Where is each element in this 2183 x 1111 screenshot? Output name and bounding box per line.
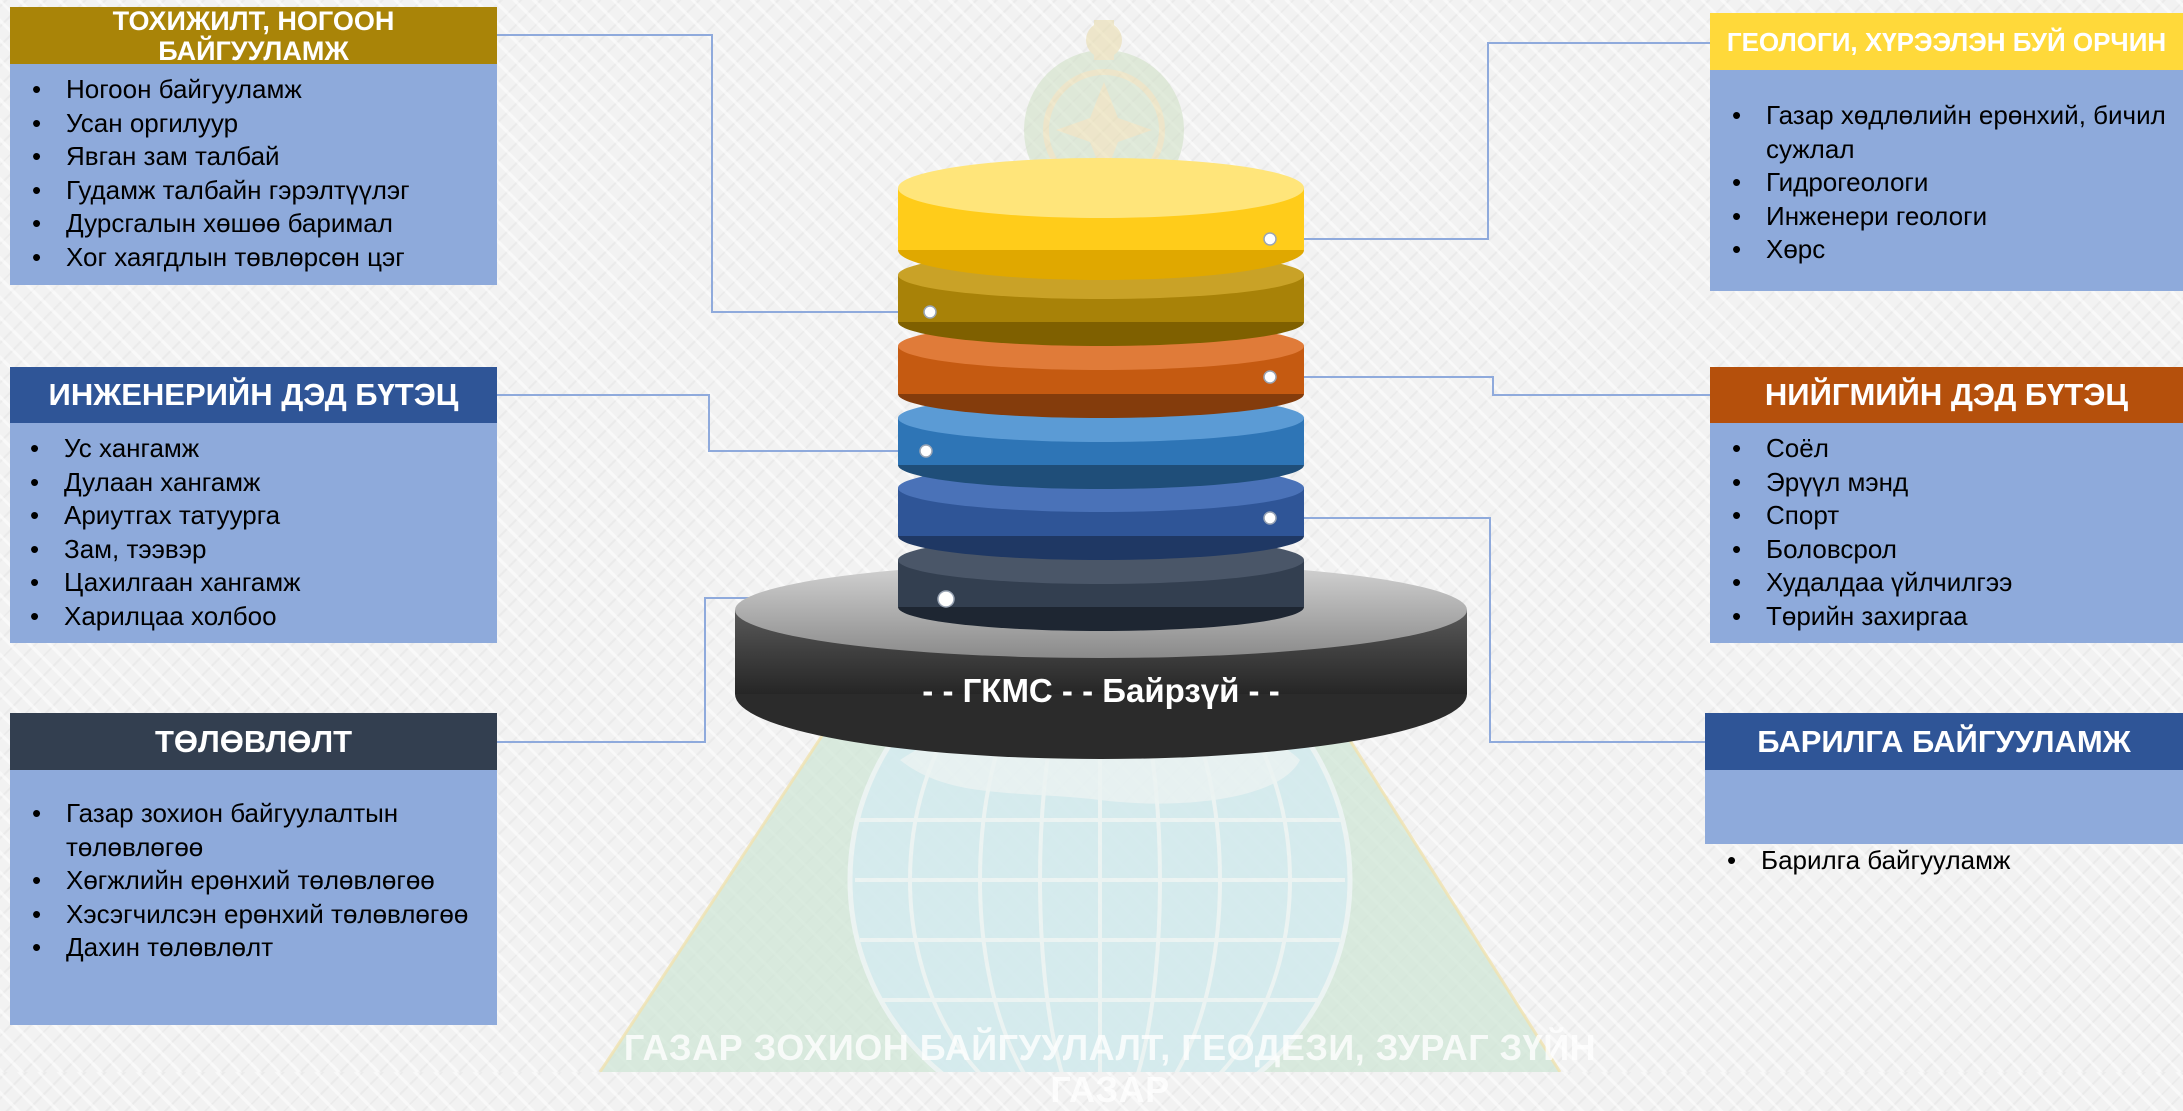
box-header: ГЕОЛОГИ, ХҮРЭЭЛЭН БУЙ ОРЧИН [1710, 13, 2183, 70]
layer-yellow [898, 158, 1304, 280]
box-header: БАРИЛГА БАЙГУУЛАМЖ [1705, 713, 2183, 770]
list-item: Хэсэгчилсэн ерөнхий төлөвлөгөө [32, 898, 497, 932]
item-list: Ногоон байгууламж Усан оргилуур Явган за… [10, 73, 497, 274]
item-list: Газар хөдлөлийн ерөнхий, бичил сужлал Ги… [1710, 99, 2183, 267]
box-engineering-infrastructure: ИНЖЕНЕРИЙН ДЭД БҮТЭЦ Ус хангамж Дулаан х… [10, 367, 497, 643]
box-geology-environment: ГЕОЛОГИ, ХҮРЭЭЛЭН БУЙ ОРЧИН Газар хөдлөл… [1710, 13, 2183, 291]
list-item: Гудамж талбайн гэрэлтүүлэг [32, 174, 497, 208]
list-item: Харилцаа холбоо [30, 600, 497, 634]
connector-green [497, 34, 930, 313]
list-item: Цахилгаан хангамж [30, 566, 497, 600]
box-social-infrastructure: НИЙГМИЙН ДЭД БҮТЭЦ Соёл Эрүүл мэнд Спорт… [1710, 367, 2183, 643]
box-body: Барилга байгууламж [1705, 770, 2183, 877]
item-list: Соёл Эрүүл мэнд Спорт Боловсрол Худалдаа… [1710, 432, 2183, 633]
item-list: Ус хангамж Дулаан хангамж Ариутгах татуу… [10, 432, 497, 633]
watermark-caption: ГАЗАР ЗОХИОН БАЙГУУЛАЛТ, ГЕОДЕЗИ, ЗУРАГ … [623, 1027, 1597, 1110]
box-header: ТӨЛӨВЛӨЛТ [10, 713, 497, 770]
list-item: Газар хөдлөлийн ерөнхий, бичил сужлал [1732, 99, 2175, 166]
list-item: Зам, тээвэр [30, 533, 497, 567]
list-item: Барилга байгууламж [1727, 844, 2183, 878]
connector-social [1270, 376, 1710, 396]
list-item: Газар зохион байгуулалтын төлөвлөгөө [32, 797, 497, 864]
list-item: Дурсгалын хөшөө баримал [32, 207, 497, 241]
list-item: Спорт [1732, 499, 2183, 533]
connector-engineering [497, 394, 926, 452]
list-item: Ус хангамж [30, 432, 497, 466]
list-item: Гидрогеологи [1732, 166, 2175, 200]
center-label: - - ГКМС - - Байрзүй - - [922, 672, 1279, 709]
list-item: Хог хаягдлын төвлөрсөн цэг [32, 241, 497, 275]
list-item: Ариутгах татуурга [30, 499, 497, 533]
list-item: Төрийн захиргаа [1732, 600, 2183, 634]
connector-geology [1270, 42, 1710, 240]
list-item: Инженери геологи [1732, 200, 2175, 234]
connector-building [1270, 517, 1705, 743]
list-item: Дахин төлөвлөлт [32, 931, 497, 965]
box-body: Ус хангамж Дулаан хангамж Ариутгах татуу… [10, 423, 497, 643]
item-list: Газар зохион байгуулалтын төлөвлөгөө Хөг… [10, 797, 497, 965]
box-body: Газар зохион байгуулалтын төлөвлөгөө Хөг… [10, 770, 497, 1025]
box-green-infrastructure: ТОХИЖИЛТ, НОГООН БАЙГУУЛАМЖ Ногоон байгу… [10, 6, 497, 285]
box-body: Соёл Эрүүл мэнд Спорт Боловсрол Худалдаа… [1710, 423, 2183, 643]
box-buildings: БАРИЛГА БАЙГУУЛАМЖ Барилга байгууламж [1705, 713, 2183, 877]
box-body: Газар хөдлөлийн ерөнхий, бичил сужлал Ги… [1710, 70, 2183, 291]
list-item: Хөрс [1732, 233, 2175, 267]
list-item: Усан оргилуур [32, 107, 497, 141]
list-item: Худалдаа үйлчилгээ [1732, 566, 2183, 600]
box-planning: ТӨЛӨВЛӨЛТ Газар зохион байгуулалтын төлө… [10, 713, 497, 1025]
box-header: ИНЖЕНЕРИЙН ДЭД БҮТЭЦ [10, 367, 497, 423]
box-header: НИЙГМИЙН ДЭД БҮТЭЦ [1710, 367, 2183, 423]
list-item: Хөгжлийн ерөнхий төлөвлөгөө [32, 864, 497, 898]
connector-dots [919, 232, 1277, 608]
item-list: Барилга байгууламж [1705, 844, 2183, 878]
layer-stack-diagram: - - ГКМС - - Байрзүй - - [497, 34, 1710, 759]
list-item: Боловсрол [1732, 533, 2183, 567]
list-item: Явган зам талбай [32, 140, 497, 174]
list-item: Эрүүл мэнд [1732, 466, 2183, 500]
list-item: Ногоон байгууламж [32, 73, 497, 107]
list-item: Дулаан хангамж [30, 466, 497, 500]
box-body: Ногоон байгууламж Усан оргилуур Явган за… [10, 64, 497, 285]
list-item: Соёл [1732, 432, 2183, 466]
box-header: ТОХИЖИЛТ, НОГООН БАЙГУУЛАМЖ [10, 6, 497, 66]
